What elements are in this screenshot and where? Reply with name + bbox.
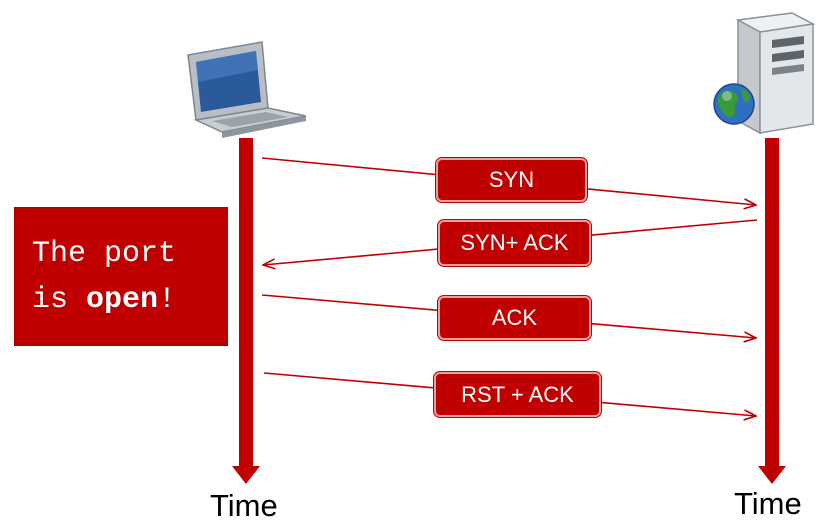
server-globe-icon bbox=[713, 12, 816, 135]
port-open-note: The port is open! bbox=[14, 207, 228, 346]
client-time-label: Time bbox=[210, 488, 278, 523]
server-time-label: Time bbox=[734, 486, 802, 521]
note-line-2: is open! bbox=[32, 277, 226, 323]
syn-label: SYN bbox=[436, 158, 587, 202]
syn-ack-label: SYN+ ACK bbox=[438, 220, 591, 266]
note-open-word: open bbox=[86, 283, 159, 317]
client-timeline-arrow bbox=[232, 138, 260, 484]
note-line-2-suffix: ! bbox=[158, 283, 177, 317]
ack-label: ACK bbox=[438, 296, 591, 340]
note-line-1: The port bbox=[32, 237, 177, 271]
laptop-icon bbox=[187, 41, 307, 138]
note-line-2-prefix: is bbox=[32, 283, 87, 317]
rst-ack-label: RST + ACK bbox=[434, 372, 601, 417]
server-timeline-arrow bbox=[758, 138, 786, 484]
